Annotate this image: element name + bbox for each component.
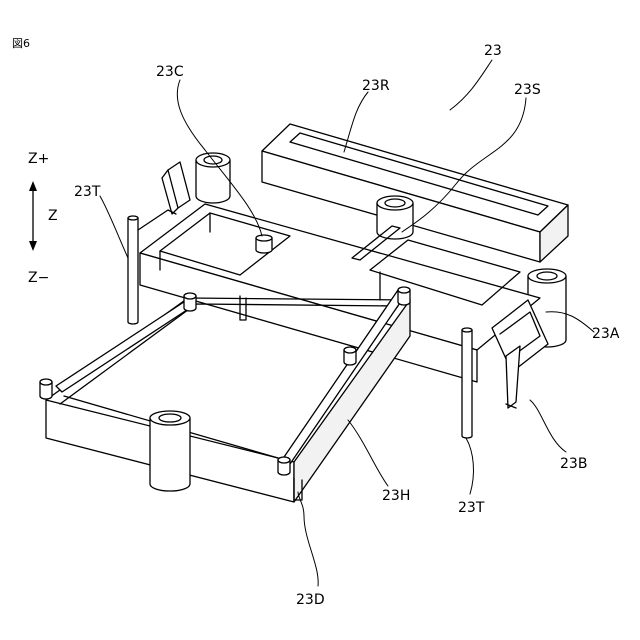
pin-23t-right <box>462 328 472 438</box>
label-23t-left: 23T <box>74 184 101 200</box>
label-23: 23 <box>484 43 502 59</box>
label-23c: 23C <box>156 64 184 80</box>
label-23d: 23D <box>296 592 325 608</box>
label-23s: 23S <box>514 82 541 98</box>
post-front-left <box>150 411 190 491</box>
label-23a: 23A <box>592 326 620 342</box>
z-minus-label: Z− <box>28 270 49 286</box>
z-axis-indicator: Z+ Z Z− <box>28 151 58 286</box>
z-plus-label: Z+ <box>28 151 49 167</box>
leader-23t-left <box>100 196 128 258</box>
label-23t-bottom: 23T <box>458 500 485 516</box>
clip-back-left <box>162 162 190 214</box>
leader-23 <box>450 60 492 110</box>
label-23h: 23H <box>382 488 410 504</box>
z-label: Z <box>48 208 58 224</box>
figure-number: 図6 <box>12 37 30 50</box>
z-down-arrowhead <box>29 241 37 251</box>
z-up-arrowhead <box>29 181 37 191</box>
leader-23d <box>298 492 318 586</box>
leader-23b <box>530 400 566 452</box>
component-23-drawing <box>40 124 568 502</box>
leader-23h <box>348 420 388 486</box>
pillar-23c <box>256 235 272 253</box>
label-23r: 23R <box>362 78 390 94</box>
leader-23t-bottom <box>466 438 473 494</box>
hook-23b <box>506 346 520 408</box>
label-23b: 23B <box>560 456 587 472</box>
